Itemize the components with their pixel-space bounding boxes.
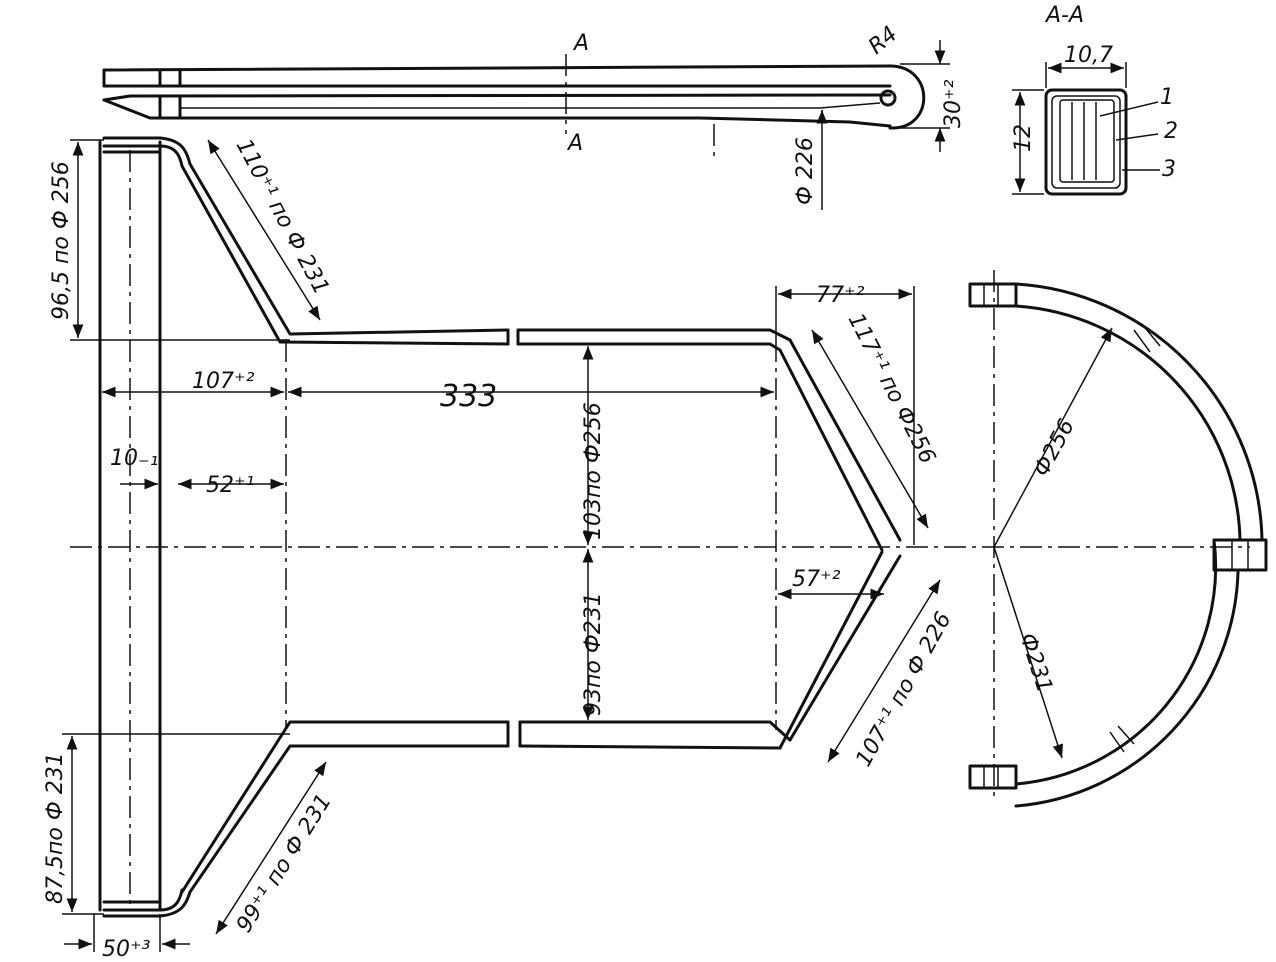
dim-107: 107⁺² (192, 369, 255, 394)
dim-30: 30⁺² (941, 79, 966, 128)
dim-99: 99⁺¹ по Ф 231 (232, 790, 337, 937)
dim-50: 50⁺³ (102, 937, 151, 962)
dim-10-7: 10,7 (1064, 43, 1113, 68)
dim-52: 52⁺¹ (206, 473, 254, 498)
section-title: А-А (1044, 3, 1084, 28)
dim-107-lower: 107⁺¹ по Ф 226 (851, 608, 956, 771)
dim-333: 333 (440, 379, 497, 414)
dim-phi-231: Ф231 (1014, 630, 1057, 696)
dim-r4: R4 (864, 22, 903, 60)
section-mark-a-top: A (572, 31, 589, 56)
dim-77: 77⁺² (816, 283, 865, 308)
dim-12: 12 (1011, 124, 1036, 152)
dim-phi-256: Ф256 (1029, 415, 1080, 481)
plan-view: 96,5 по Ф 256 110⁺¹ по Ф 231 107⁺² 333 1… (43, 135, 1250, 962)
dim-226-top: Ф 226 (793, 137, 818, 205)
section-mark-a-bottom: A (566, 131, 583, 156)
dim-10: 10₋₁ (110, 446, 158, 471)
dim-87-5: 87,5по Ф 231 (43, 752, 68, 904)
dim-93: 93по Ф231 (581, 592, 606, 716)
part-2: 2 (1164, 119, 1178, 144)
dim-117: 117⁺¹ по Ф256 (843, 309, 940, 468)
dim-103: 103по Ф256 (581, 402, 606, 540)
part-1: 1 (1160, 85, 1174, 110)
dim-57: 57⁺² (792, 567, 841, 592)
arc-view: Ф256 Ф231 (968, 270, 1268, 808)
dim-96-5: 96,5 по Ф 256 (49, 161, 74, 320)
section-a-a: А-А 10,7 12 1 2 3 (1011, 3, 1178, 196)
part-3: 3 (1162, 157, 1176, 182)
dim-110: 110⁺¹ по Ф 231 (231, 135, 334, 299)
